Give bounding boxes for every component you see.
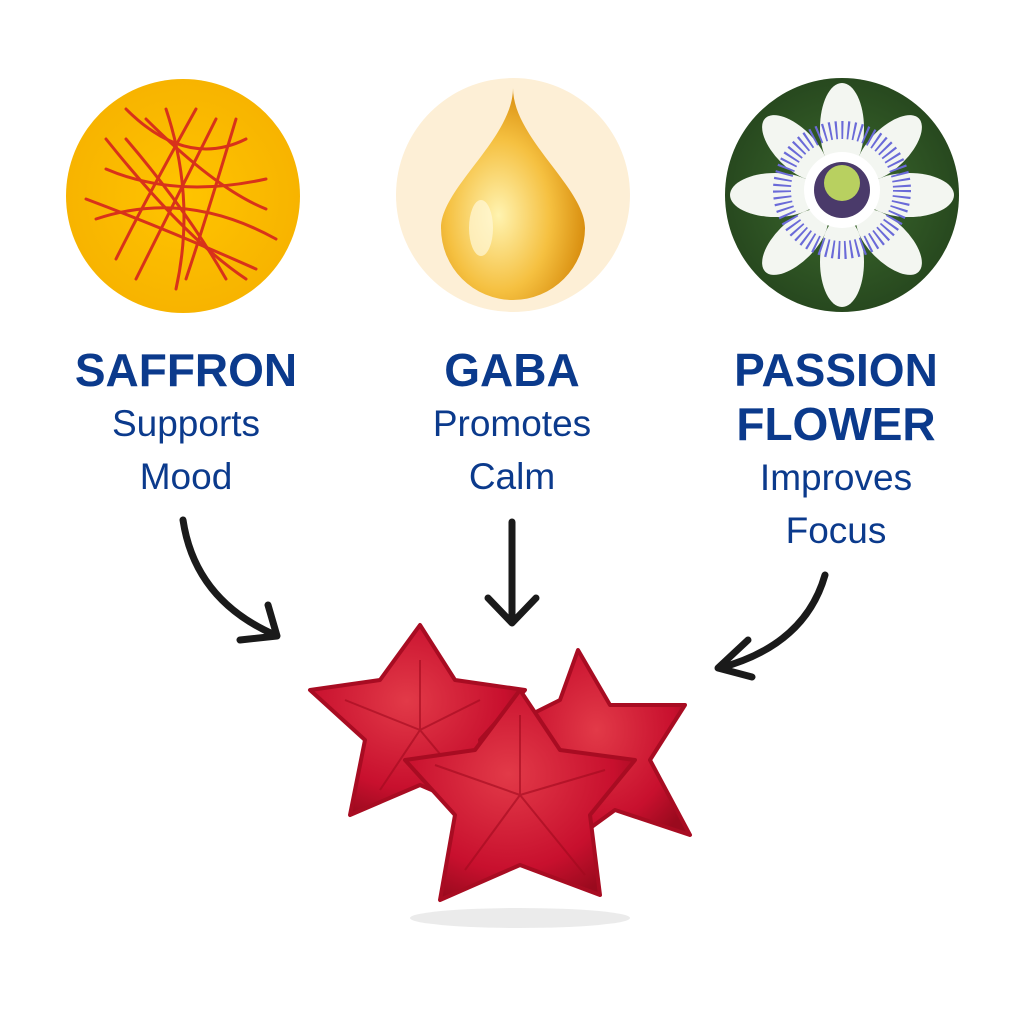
passion-flower-image [725, 78, 959, 312]
saffron-title: SAFFRON [74, 344, 298, 396]
gaba-benefit-line1: Promotes [432, 403, 592, 444]
gaba-column: GABA Promotes Calm [362, 343, 662, 503]
passion-flower-benefit-line2: Focus [785, 510, 887, 551]
gaba-oil-drop-image [396, 78, 630, 312]
gummy-front [403, 688, 637, 928]
gaba-title: GABA [444, 344, 580, 396]
saffron-benefit-line1: Supports [111, 403, 261, 444]
oil-drop-icon [441, 88, 585, 300]
passion-flower-title-line2: FLOWER [736, 398, 936, 450]
passion-flower-title-line1: PASSION [734, 344, 938, 396]
arrow-passion-flower-icon [714, 571, 829, 681]
saffron-threads-icon [84, 107, 278, 291]
passion-flower-benefit-line1: Improves [759, 457, 913, 498]
arrow-saffron-icon [179, 516, 281, 644]
passion-flower-column: PASSION FLOWER Improves Focus [686, 343, 986, 557]
saffron-image [66, 79, 300, 313]
saffron-column: SAFFRON Supports Mood [36, 343, 336, 503]
gaba-benefit-line2: Calm [468, 456, 556, 497]
flower-icon [730, 83, 954, 307]
saffron-benefit-line2: Mood [139, 456, 233, 497]
arrow-gaba-icon [484, 518, 540, 627]
